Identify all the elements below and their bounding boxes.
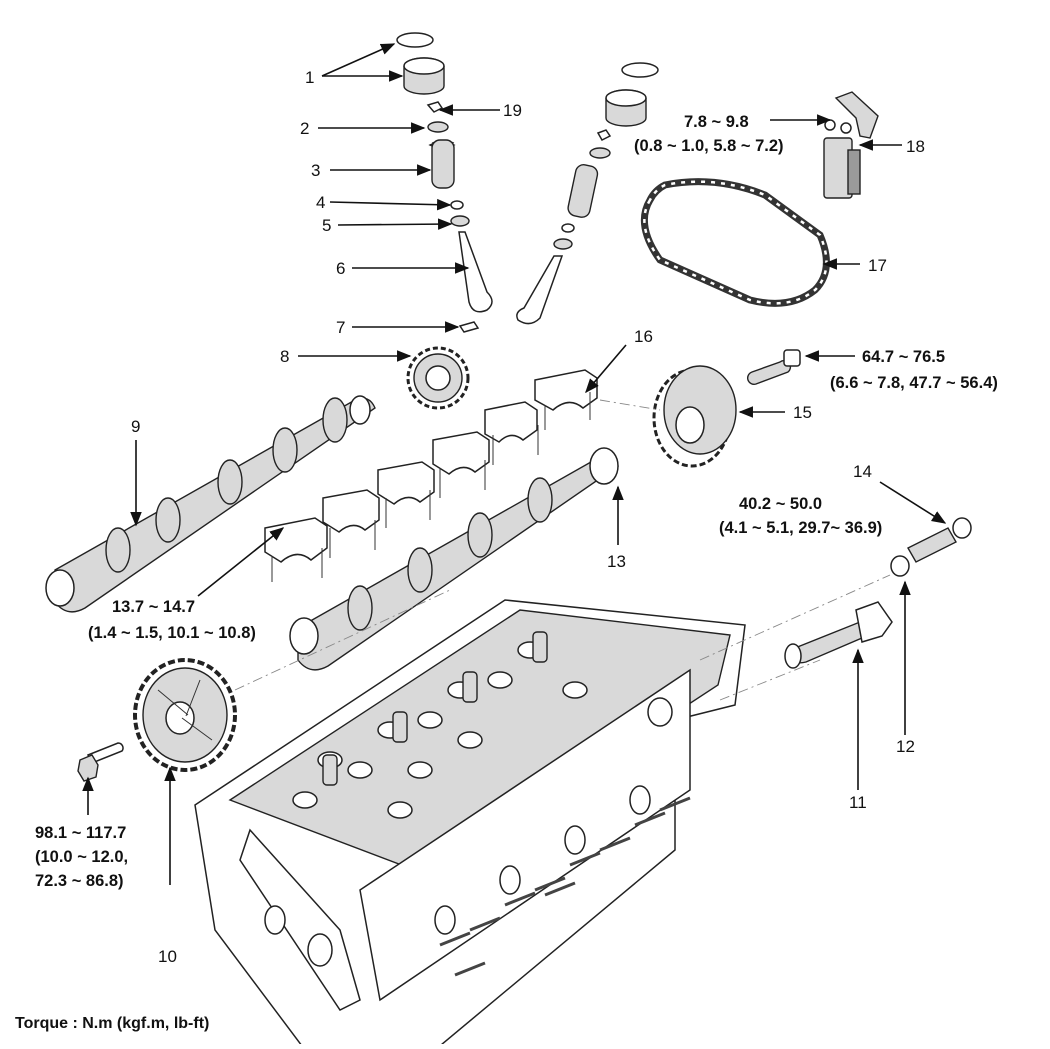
torque-10-alt-2: 72.3 ~ 86.8) (35, 872, 124, 890)
callout-17: 17 (868, 256, 887, 275)
leader-lines (82, 43, 947, 885)
cvvt-assembly-art (652, 349, 801, 468)
chain-tensioner-art (823, 91, 879, 199)
torque-14-alt: (4.1 ~ 5.1, 29.7~ 36.9) (719, 519, 882, 537)
torque-16-nm: 13.7 ~ 14.7 (112, 598, 195, 616)
bearing-caps-art (264, 369, 598, 582)
callout-18: 18 (906, 137, 925, 156)
torque-15-nm: 64.7 ~ 76.5 (862, 348, 945, 366)
callout-labels: 1 19 2 3 4 5 6 7 8 9 10 11 12 13 14 15 1… (131, 68, 925, 966)
callout-5: 5 (322, 216, 331, 235)
callout-7: 7 (336, 318, 345, 337)
camshaft-left-art (45, 395, 376, 613)
callout-4: 4 (316, 193, 325, 212)
callout-15: 15 (793, 403, 812, 422)
torque-18-nm: 7.8 ~ 9.8 (684, 113, 749, 131)
valve-assembly-right (516, 62, 659, 325)
cam-sprocket-large-art (133, 658, 237, 772)
timing-chain-art (640, 178, 830, 307)
torque-14-nm: 40.2 ~ 50.0 (739, 495, 822, 513)
sprocket-small-art (406, 346, 470, 410)
callout-2: 2 (300, 119, 309, 138)
callout-16: 16 (634, 327, 653, 346)
callout-8: 8 (280, 347, 289, 366)
callout-19: 19 (503, 101, 522, 120)
callout-13: 13 (607, 552, 626, 571)
torque-16-alt: (1.4 ~ 1.5, 10.1 ~ 10.8) (88, 624, 256, 642)
callout-6: 6 (336, 259, 345, 278)
torque-18-alt: (0.8 ~ 1.0, 5.8 ~ 7.2) (634, 137, 784, 155)
camshaft-right-art (289, 447, 619, 671)
callout-12: 12 (896, 737, 915, 756)
oil-control-valve-art (784, 517, 972, 669)
cylinder-head-art (194, 599, 746, 1049)
callout-3: 3 (311, 161, 320, 180)
torque-units-note: Torque : N.m (kgf.m, lb-ft) (15, 1015, 210, 1032)
valve-assembly-left (396, 32, 493, 333)
torque-specs: 7.8 ~ 9.8 (0.8 ~ 1.0, 5.8 ~ 7.2) 64.7 ~ … (35, 113, 998, 890)
callout-10: 10 (158, 947, 177, 966)
torque-10-nm: 98.1 ~ 117.7 (35, 824, 126, 842)
torque-10-alt-1: (10.0 ~ 12.0, (35, 848, 128, 866)
callout-14: 14 (853, 462, 872, 481)
bolt-sprocket-art (77, 742, 124, 782)
callout-1: 1 (305, 68, 314, 87)
center-lines (234, 399, 891, 701)
callout-11: 11 (849, 793, 867, 812)
torque-15-alt: (6.6 ~ 7.8, 47.7 ~ 56.4) (830, 374, 998, 392)
callout-9: 9 (131, 417, 140, 436)
